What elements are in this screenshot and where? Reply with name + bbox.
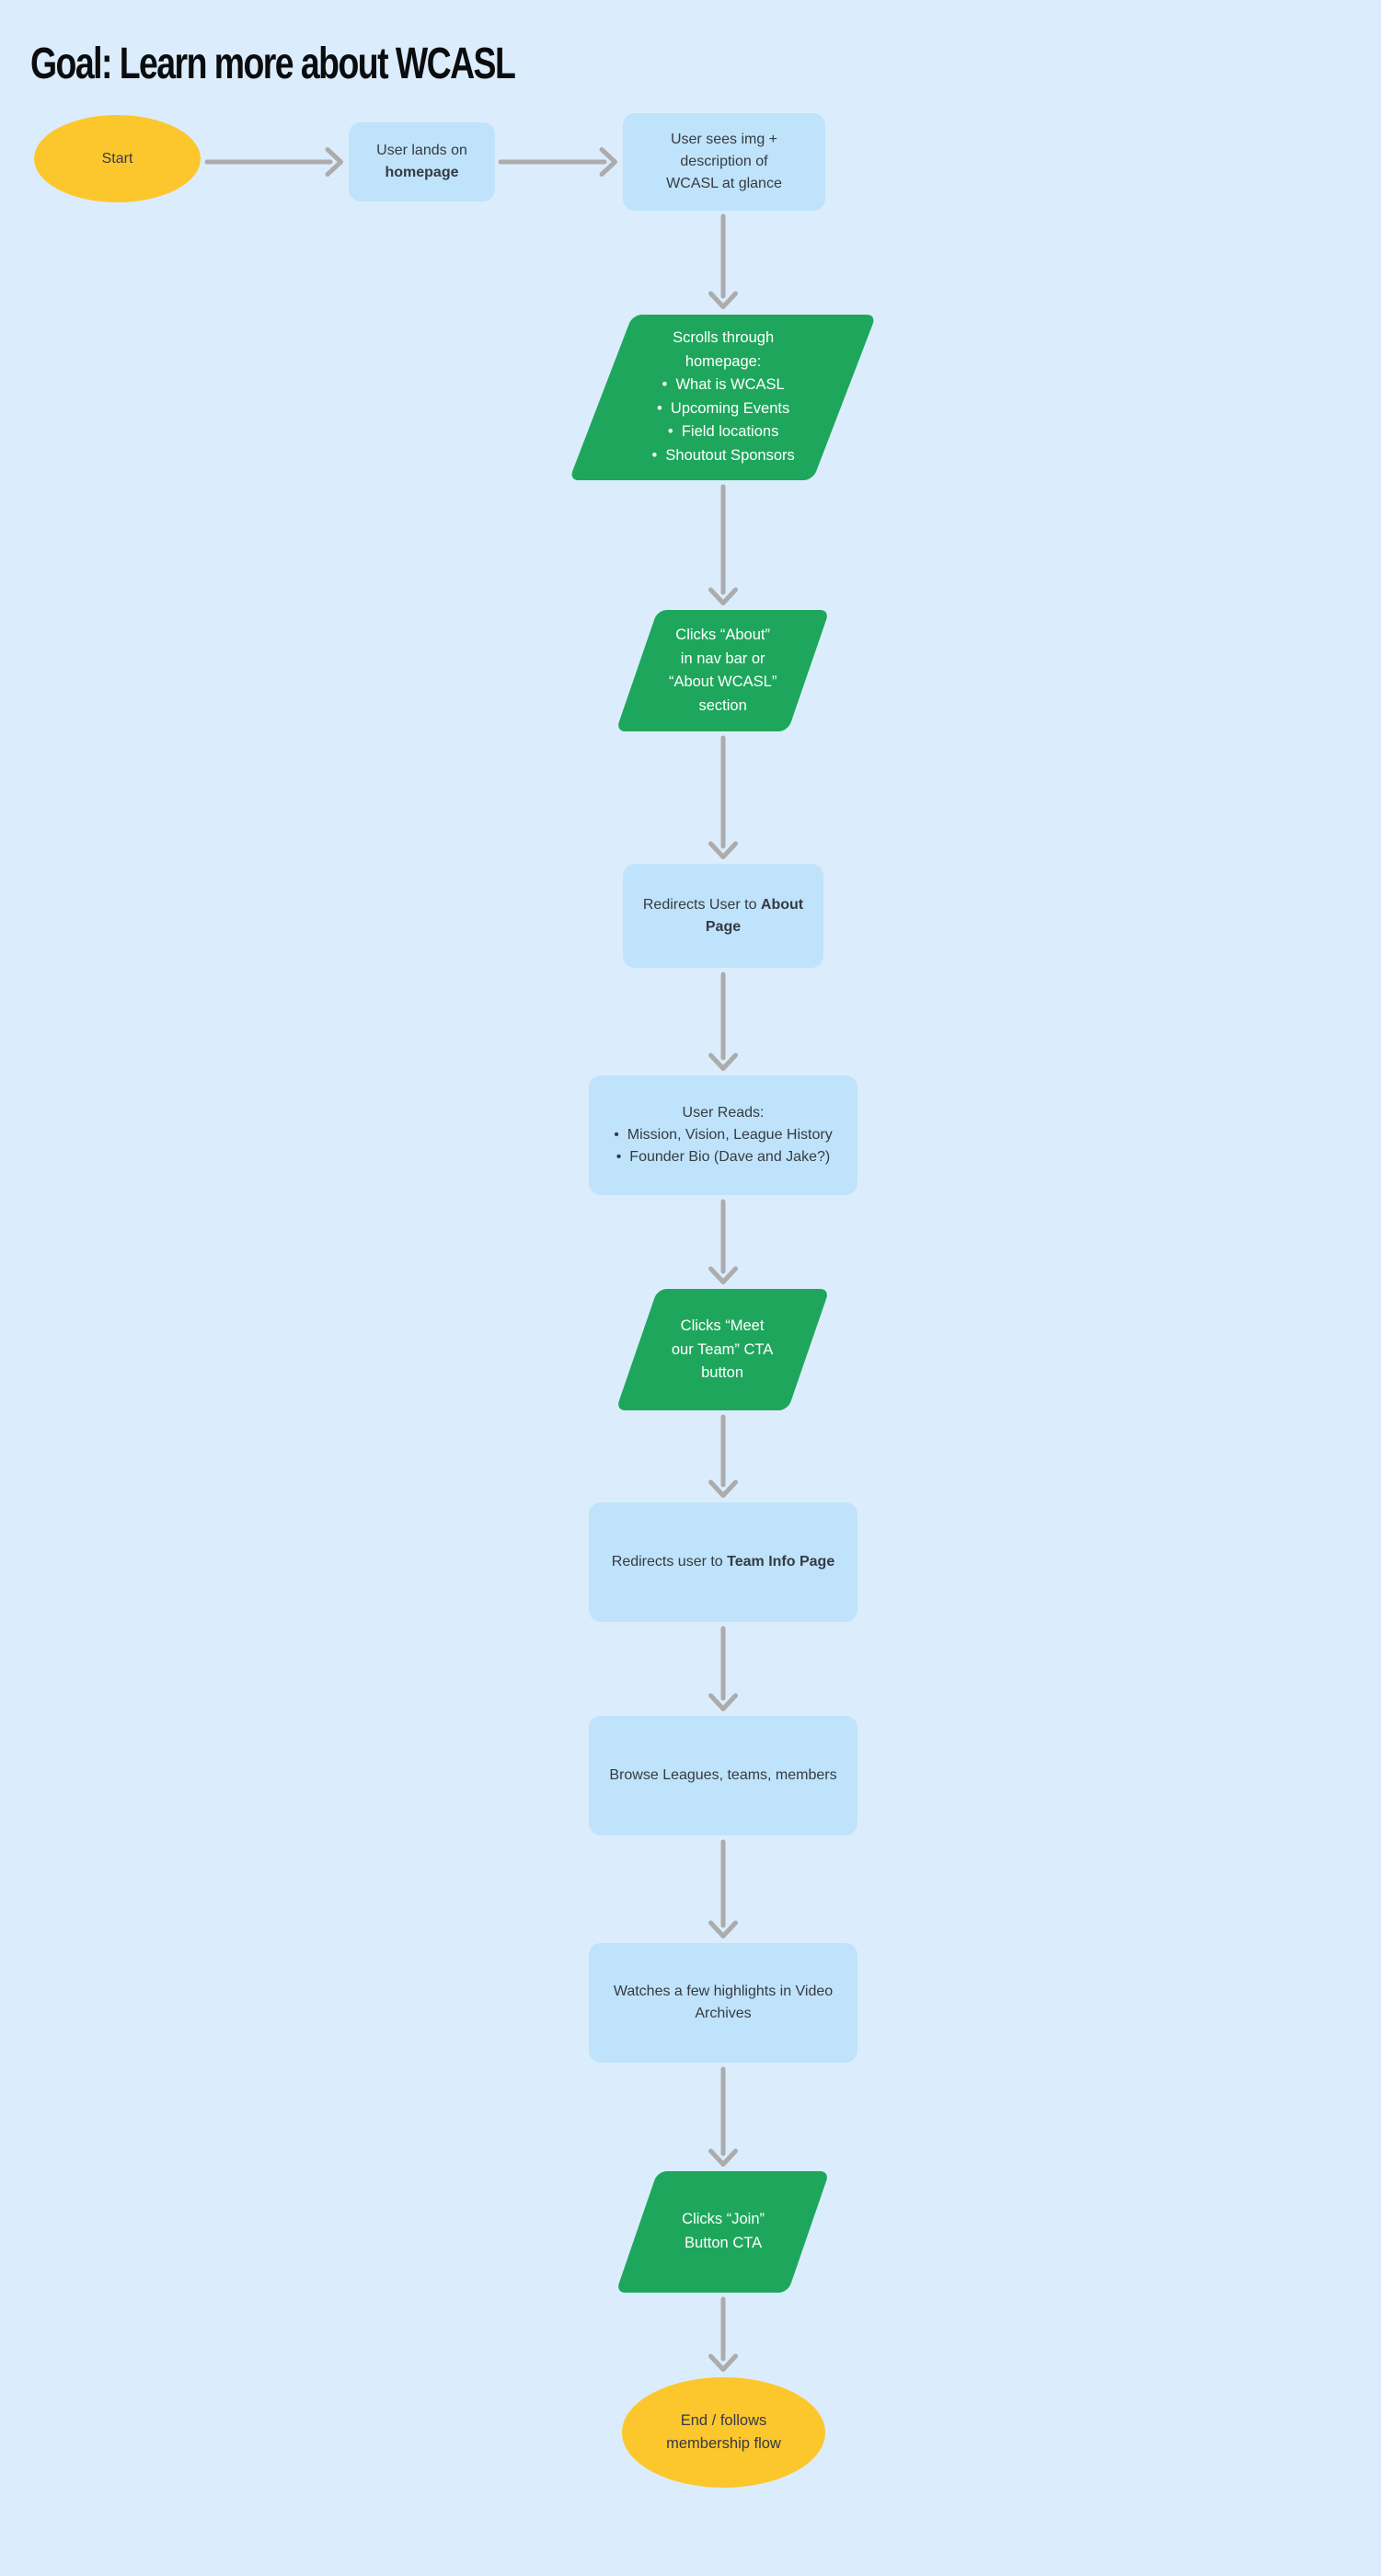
bullet-item: Field locations [638,421,809,445]
flow-arrow-down [708,2296,738,2372]
node-clicks-about-content: Clicks “About” in nav bar or “About WCAS… [669,624,777,718]
node-text: Redirects user to Team Info Page [611,1554,835,1570]
node-clicks-meet-team: Clicks “Meet our Team” CTA button [616,1289,830,1410]
node-end-label: membership flow [666,2435,781,2452]
node-heading: Scrolls through homepage: [672,329,774,370]
node-redirect-team-info: Redirects user to Team Info Page [589,1502,857,1622]
node-text: Button CTA [684,2235,762,2251]
flow-arrow-down [708,972,738,1071]
flow-arrow-down [708,1839,738,1938]
node-start: Start [34,115,201,202]
flow-arrow-down [708,2066,738,2167]
bullet-item: Founder Bio (Dave and Jake?) [616,1146,830,1168]
node-text: button [701,1363,744,1381]
node-text: WCASL at glance [666,176,782,191]
node-text: our Team” CTA [672,1340,774,1358]
flow-arrow-down [708,484,738,605]
flow-arrow-down [708,1199,738,1284]
flow-arrow-down [708,1414,738,1498]
node-end-label: End / follows [680,2412,767,2430]
node-clicks-join: Clicks “Join” Button CTA [616,2171,830,2293]
node-text: Watches a few highlights in Video [613,1984,834,1999]
flow-arrow-down [708,213,738,309]
node-text: description of [680,154,768,169]
bullet-item: What is WCASL [638,374,809,397]
node-text: Archives [695,2006,752,2021]
node-text-bold: homepage [385,165,459,180]
node-text: User sees img + [670,132,778,147]
node-clicks-join-content: Clicks “Join” Button CTA [682,2208,765,2255]
node-watches-highlights: Watches a few highlights in Video Archiv… [589,1943,857,2063]
node-clicks-about: Clicks “About” in nav bar or “About WCAS… [616,610,830,731]
node-text: “About WCASL” [668,673,777,690]
node-text: Browse Leagues, teams, members [609,1767,837,1783]
node-browse: Browse Leagues, teams, members [589,1716,857,1835]
node-text: in nav bar or [680,650,765,667]
node-start-label: Start [101,150,133,167]
node-redirect-about: Redirects User to About Page [623,864,823,968]
flow-arrow-down [708,735,738,859]
node-sees-overview: User sees img + description of WCASL at … [623,113,825,211]
bullet-item: Shoutout Sponsors [638,444,809,468]
node-text: User lands on [376,143,467,158]
node-text: Clicks “Join” [681,2211,765,2228]
node-scrolls-homepage: Scrolls through homepage: What is WCASL … [569,315,877,480]
bullet-item: Upcoming Events [638,397,809,421]
flow-arrow-down [708,1626,738,1711]
node-lands-homepage: User lands on homepage [349,122,495,201]
node-text: section [698,696,747,714]
node-user-reads: User Reads: Mission, Vision, League Hist… [589,1075,857,1195]
node-clicks-meet-team-content: Clicks “Meet our Team” CTA button [672,1315,773,1386]
node-text: Redirects User to About Page [642,896,804,935]
node-end: End / follows membership flow [622,2377,825,2488]
node-text: Clicks “Meet [681,1317,765,1334]
flow-arrow-right [498,147,617,177]
bullet-item: Mission, Vision, League History [614,1124,833,1146]
node-scrolls-homepage-content: Scrolls through homepage: What is WCASL … [638,327,809,467]
node-heading: User Reads: [682,1105,765,1121]
page-title: Goal: Learn more about WCASL [30,40,516,88]
node-text: Clicks “About” [675,626,770,643]
flow-arrow-right [204,147,343,177]
